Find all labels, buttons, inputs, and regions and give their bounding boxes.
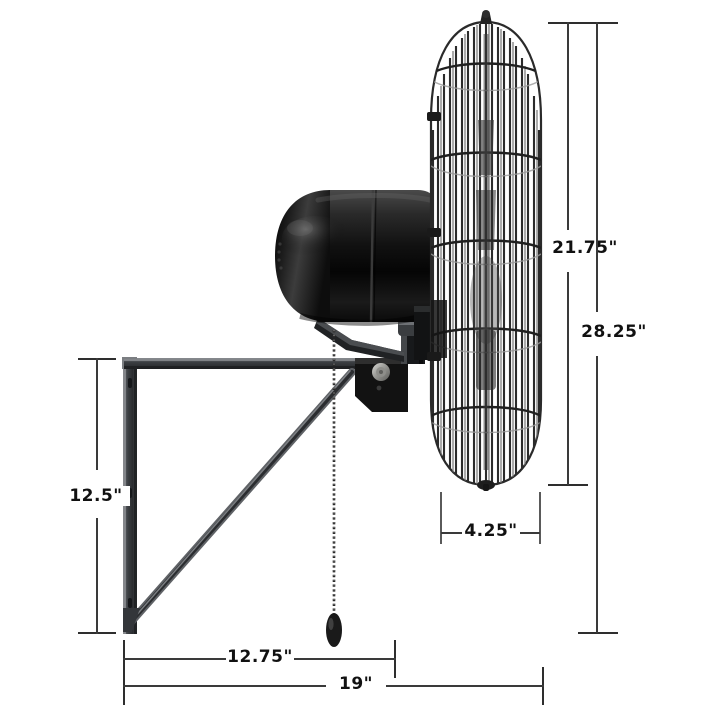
- tick: [578, 632, 618, 634]
- wall-bracket: [122, 357, 363, 634]
- dimension-label-overall-height: 28.25": [575, 322, 653, 342]
- dim-line: [596, 356, 598, 633]
- cage-wires: [431, 22, 541, 485]
- dim-line: [596, 22, 598, 312]
- dimension-label-cage-height: 21.75": [548, 238, 622, 258]
- dim-line: [441, 532, 463, 534]
- dimension-label-bracket-height: 12.5": [62, 486, 130, 506]
- dimension-label-bracket-depth: 12.75": [226, 647, 294, 667]
- dim-line: [123, 658, 227, 660]
- dimension-label-overall-depth: 19": [326, 674, 386, 694]
- dim-line: [96, 518, 98, 634]
- dim-line: [567, 22, 569, 230]
- extension-line: [539, 492, 541, 544]
- dimension-label-cage-depth: 4.25": [462, 521, 520, 541]
- wire-guard-cage: [427, 10, 543, 491]
- dim-line: [123, 685, 327, 687]
- dim-line: [519, 532, 540, 534]
- dim-line: [293, 658, 396, 660]
- extension-line: [440, 492, 442, 544]
- dim-line: [567, 272, 569, 485]
- dim-line: [385, 685, 544, 687]
- tick: [578, 22, 618, 24]
- motor-housing: [275, 189, 444, 360]
- diagonal-brace: [127, 368, 356, 626]
- pull-chain: [326, 330, 342, 647]
- tick: [548, 484, 588, 486]
- dim-line: [96, 358, 98, 470]
